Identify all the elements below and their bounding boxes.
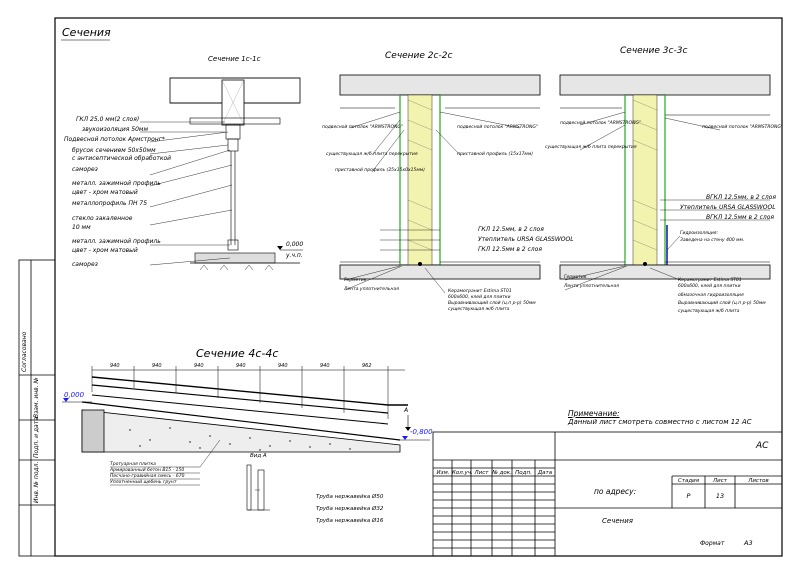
s4-layer: Тротуарная плитка: [110, 462, 156, 467]
s3-label: существующая ж/б плита: [678, 309, 740, 314]
stamp-col-header: Подп.: [515, 470, 532, 476]
s1-label: звукоизоляция 50мм: [82, 126, 148, 133]
s1-level-value: 0,000: [286, 241, 304, 248]
s2-label: Лента уплотнительная: [344, 287, 399, 292]
section-2-graphic: [339, 74, 541, 294]
s3-label: Заведена на стену 400 мм.: [680, 238, 745, 243]
s4-pipe: Труба нержавейка Ø16: [316, 518, 384, 524]
stamp-col-header: № док.: [492, 470, 512, 476]
s4-dim: 940: [152, 363, 162, 369]
section-3-title: Сечение 3с-3с: [620, 46, 688, 56]
margin-label: Подп. и дата: [33, 417, 40, 458]
stamp-sheet-header: Лист: [713, 478, 727, 484]
s2-label: Герметик: [344, 278, 367, 283]
stamp-stage-header: Стадия: [677, 478, 700, 484]
s3-label: Лента уплотнительная: [564, 284, 619, 289]
margin-label: Инв. № подл.: [33, 461, 40, 503]
note-title: Примечание:: [568, 409, 620, 418]
stamp-format: А3: [744, 539, 753, 547]
s2-label: ГКЛ 12.5мм в 2 слоя: [478, 246, 542, 253]
s3-label: ВГКЛ 12.5мм, в 2 слоя: [706, 194, 776, 201]
s2-label: приставной профиль (25х15х0х15мм): [335, 168, 425, 173]
s4-layer: Уплотненный щебень грунт: [110, 480, 177, 485]
s4-dim: 940: [194, 363, 204, 369]
stamp-col-header: Изм.: [436, 470, 450, 476]
s4-pipe: Труба нержавейка Ø50: [316, 494, 384, 500]
s4-pipe: Труба нержавейка Ø32: [316, 506, 384, 512]
s1-label: цвет - хром матовый: [72, 247, 138, 254]
s1-label: саморез: [72, 166, 98, 173]
s1-label: металл. зажимной профиль: [72, 180, 161, 187]
s4-layer: Песчано-гравийная смесь - 670: [110, 474, 185, 479]
s4-dim: 940: [110, 363, 120, 369]
stamp-sheets-header: Листов: [748, 478, 769, 484]
section-1-graphic: [140, 77, 303, 271]
s2-label: приставной профиль (15х17мм): [457, 152, 533, 157]
stamp-code: АС: [756, 441, 769, 451]
note-text: Данный лист смотреть совместно с листом …: [568, 418, 752, 426]
s1-label: металл. зажимной профиль: [72, 238, 161, 245]
s3-label: Герметик: [564, 275, 587, 280]
s3-label: ВГКЛ 12.5мм в 2 слоя: [706, 214, 775, 221]
s3-label: Гидроизоляция:: [680, 231, 719, 236]
s1-label: Подвесной потолок Армстронг*: [64, 136, 165, 143]
s2-label: подвесной потолок "ARMSTRONG": [457, 125, 538, 130]
stamp-col-header: Кол.уч.: [452, 470, 473, 476]
sheet-title: Сечения: [62, 26, 111, 39]
section-4-title: Сечение 4с-4с: [196, 347, 279, 360]
s2-label: существующая ж/б плита перекрытия: [326, 152, 418, 157]
s1-label: металлопрофиль ПН 75: [72, 200, 148, 207]
s3-label: подвесной потолок "ARMSTRONG": [560, 121, 641, 126]
s3-label: подвесной потолок "ARMSTRONG": [702, 125, 783, 130]
s3-label: Утеплитель URSA GLASSWOOL: [680, 204, 776, 211]
s4-level-bottom: -0,800: [410, 428, 433, 436]
margin-label: Согласовано: [21, 331, 28, 372]
s4-mark-a: A: [404, 407, 409, 414]
s2-label: Керамогранит Estima ST01: [448, 289, 512, 294]
section-2-title: Сечение 2с-2с: [385, 51, 453, 61]
s3-label: существующая ж/б плита перекрытия: [545, 145, 637, 150]
s2-label: существующая ж/б плита: [448, 307, 510, 312]
s4-layer: Армированный бетон В15 - 150: [110, 468, 185, 473]
stamp-address: по адресу:: [594, 487, 637, 496]
s1-label: саморез: [72, 261, 98, 268]
stamp-col-header: Лист: [474, 470, 489, 476]
s1-label: стекло закаленное: [72, 215, 133, 222]
s4-dim: 962: [362, 363, 372, 369]
s1-label: 10 мм: [72, 224, 91, 231]
s1-label: цвет - хром матовый: [72, 189, 138, 196]
s4-node-label: Вид А: [250, 453, 267, 459]
s3-label: Выравнивающий слой (ц.п р-р) 50мм: [678, 301, 766, 306]
s2-label: подвесной потолок "ARMSTRONG": [322, 125, 403, 130]
s1-label: с антисептической обработкой: [72, 155, 172, 162]
stamp-col-header: Дата: [537, 470, 553, 476]
s4-level-top: 0,000: [64, 391, 85, 399]
s3-label: обмазочная гидроизоляция: [678, 293, 744, 298]
stamp-stage: Р: [686, 492, 691, 500]
s1-level-label: у.ч.п.: [286, 252, 303, 259]
section-4-graphic: [62, 366, 430, 511]
s1-label: брусок сечением 50х50мм: [72, 147, 156, 154]
s2-label: ГКЛ 12.5мм, в 2 слоя: [478, 226, 544, 233]
stamp-format-label: Формат: [700, 540, 725, 547]
section-3-graphic: [559, 74, 771, 291]
s4-dim: 940: [278, 363, 288, 369]
s4-dim: 940: [236, 363, 246, 369]
s2-label: Утеплитель URSA GLASSWOOL: [478, 236, 574, 243]
s4-dim: 940: [320, 363, 330, 369]
stamp-sheet: 13: [715, 492, 725, 500]
title-block: [432, 431, 783, 557]
margin-label: Взам. инв. №: [33, 377, 40, 418]
s3-label: 600х600, клей для плитки: [678, 284, 741, 289]
s1-label: ГКЛ 25,0 мм(2 слоя): [76, 116, 140, 123]
stamp-sheet-name: Сечения: [602, 517, 633, 525]
s3-label: Керамогранит Estima ST01: [678, 278, 742, 283]
s2-label: Выравнивающий слой (ц.п р-р) 50мм: [448, 301, 536, 306]
s2-label: 600х600, клей для плитки: [448, 295, 511, 300]
section-1-title: Сечение 1с-1с: [208, 55, 261, 63]
